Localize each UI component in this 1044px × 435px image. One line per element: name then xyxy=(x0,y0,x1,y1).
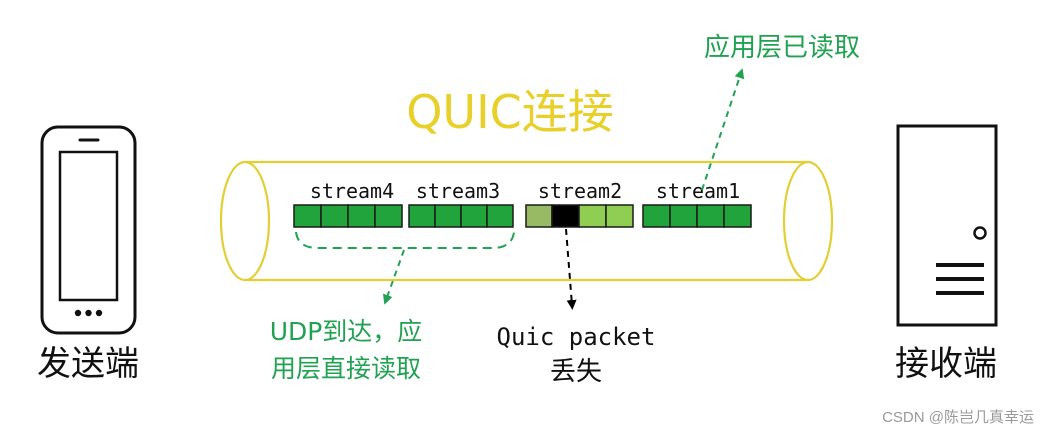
packet-block xyxy=(723,204,752,228)
udp-annotation-line1: UDP到达，应 xyxy=(270,317,423,346)
quic-connection-tube xyxy=(219,160,834,282)
packet-block xyxy=(460,204,488,228)
udp-arrow xyxy=(382,249,405,305)
stream4-packets xyxy=(293,204,403,228)
sender-phone-icon xyxy=(40,125,137,335)
stream-label: stream2 xyxy=(538,179,622,203)
sender-label: 发送端 xyxy=(37,344,139,384)
app-read-annotation: 应用层已读取 xyxy=(704,33,860,63)
packet-block xyxy=(347,204,376,228)
stream-label: stream1 xyxy=(656,179,740,203)
udp-annotation-line2: 用层直接读取 xyxy=(271,354,421,383)
packet-block xyxy=(525,204,553,228)
packet-block xyxy=(486,204,514,228)
packet-block xyxy=(374,204,403,228)
stream2-packets xyxy=(525,204,634,228)
packet-block xyxy=(578,204,607,228)
received-bracket xyxy=(295,231,515,249)
packet-block xyxy=(642,204,671,228)
stream-label: stream4 xyxy=(310,179,394,203)
diagram-title: QUIC连接 xyxy=(406,85,614,139)
packet-block xyxy=(605,204,634,228)
loss-annotation-line2: 丢失 xyxy=(550,357,602,387)
packet-block xyxy=(696,204,725,228)
stream3-packets xyxy=(408,204,514,228)
loss-arrow xyxy=(565,228,577,310)
stream1-packets xyxy=(642,204,752,228)
app-read-arrow xyxy=(701,68,745,191)
receiver-label: 接收端 xyxy=(895,344,997,384)
packet-block xyxy=(434,204,462,228)
lost-packet-block xyxy=(551,204,580,228)
packet-block xyxy=(669,204,698,228)
stream-label: stream3 xyxy=(416,179,500,203)
packet-block xyxy=(293,204,322,228)
watermark: CSDN @陈岂几真幸运 xyxy=(882,409,1034,426)
packet-block xyxy=(408,204,436,228)
receiver-server-icon xyxy=(896,124,998,327)
loss-annotation-line1: Quic packet xyxy=(497,323,656,351)
packet-block xyxy=(320,204,349,228)
